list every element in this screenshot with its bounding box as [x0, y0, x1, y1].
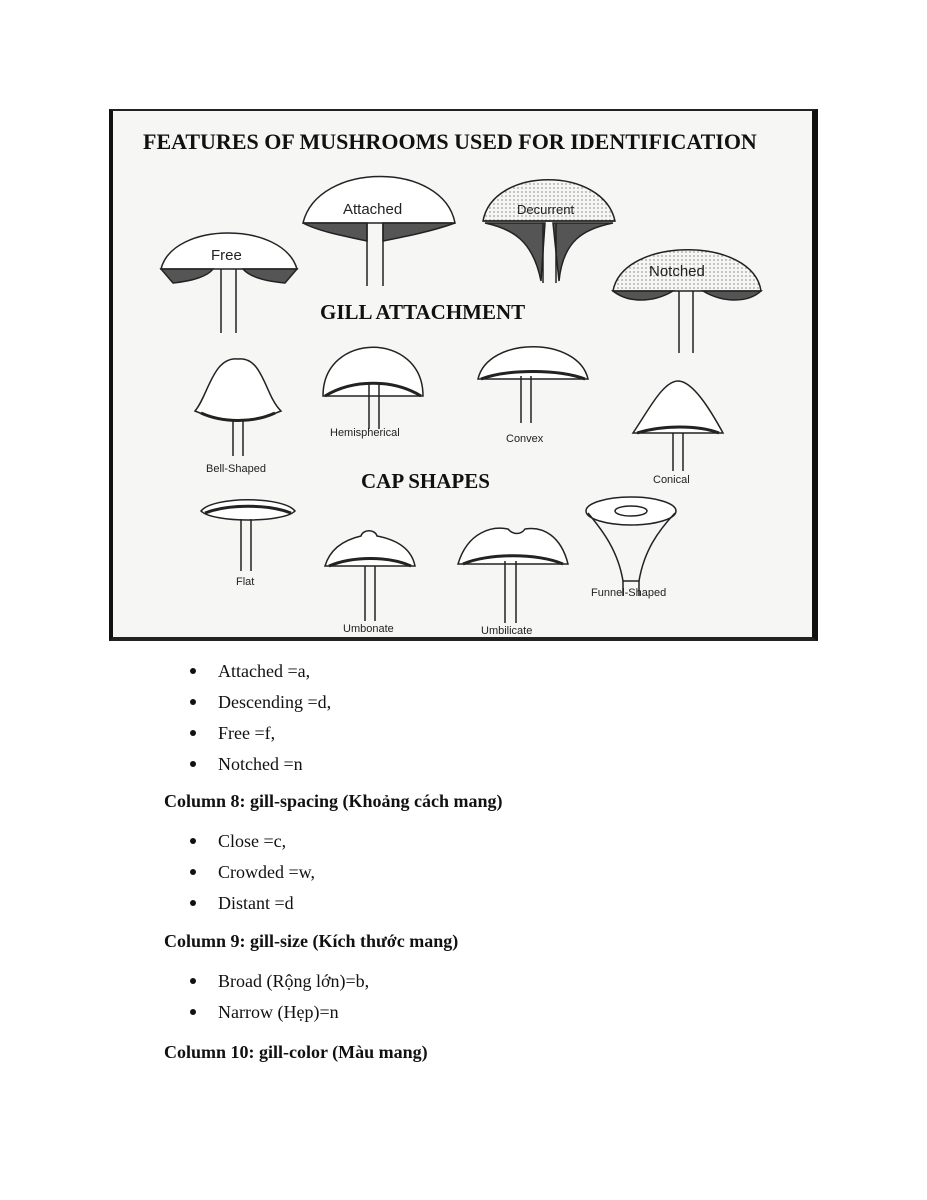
- gill-size-heading: Column 9: gill-size (Kích thước mang): [164, 931, 459, 951]
- flat-cap-mushroom: [199, 499, 297, 571]
- label-notched: Notched: [649, 263, 705, 280]
- label-free: Free: [211, 247, 242, 264]
- mushroom-features-figure: FEATURES OF MUSHROOMS USED FOR IDENTIFIC…: [109, 109, 818, 641]
- gill-size-list: Broad (Rộng lớn)=b, Narrow (Hẹp)=n: [190, 970, 369, 1032]
- umbilicate-cap-mushroom: [456, 527, 569, 623]
- label-decurrent: Decurrent: [517, 202, 575, 217]
- hemispherical-cap-mushroom: [322, 346, 424, 429]
- notched-gill-mushroom: [610, 249, 763, 353]
- gill-color-heading: Column 10: gill-color (Màu mang): [164, 1042, 428, 1062]
- list-item: Crowded =w,: [190, 861, 315, 892]
- label-bell-shaped: Bell-Shaped: [206, 463, 266, 475]
- gill-attachment-title: GILL ATTACHMENT: [320, 300, 526, 324]
- list-item: Attached =a,: [190, 660, 331, 691]
- label-umbonate: Umbonate: [343, 623, 394, 635]
- cap-shapes-title: CAP SHAPES: [361, 469, 490, 493]
- bell-cap-mushroom: [193, 358, 283, 456]
- gill-attachment-list: Attached =a, Descending =d, Free =f, Not…: [190, 660, 331, 784]
- label-conical: Conical: [653, 474, 690, 486]
- list-item: Narrow (Hẹp)=n: [190, 1001, 369, 1032]
- list-item: Distant =d: [190, 892, 315, 923]
- list-item: Close =c,: [190, 830, 315, 861]
- list-item: Free =f,: [190, 722, 331, 753]
- umbonate-cap-mushroom: [323, 530, 416, 621]
- label-hemispherical: Hemispherical: [330, 427, 400, 439]
- free-gill-mushroom: [159, 232, 299, 333]
- label-funnel-shaped: Funnel-Shaped: [591, 587, 667, 599]
- attached-gill-mushroom: [302, 175, 456, 286]
- convex-cap-mushroom: [477, 346, 589, 423]
- gill-spacing-list: Close =c, Crowded =w, Distant =d: [190, 830, 315, 923]
- label-flat: Flat: [236, 576, 255, 588]
- decurrent-gill-mushroom: [482, 179, 616, 283]
- label-attached: Attached: [343, 201, 403, 218]
- figure-title: FEATURES OF MUSHROOMS USED FOR IDENTIFIC…: [143, 129, 757, 154]
- list-item: Broad (Rộng lớn)=b,: [190, 970, 369, 1001]
- label-convex: Convex: [506, 433, 544, 445]
- list-item: Notched =n: [190, 753, 331, 784]
- gill-spacing-heading: Column 8: gill-spacing (Khoảng cách mang…: [164, 791, 503, 811]
- funnel-cap-mushroom: [585, 496, 677, 596]
- conical-cap-mushroom: [631, 380, 725, 471]
- label-umbilicate: Umbilicate: [481, 625, 533, 637]
- mushroom-illustrations: [159, 175, 763, 623]
- list-item: Descending =d,: [190, 691, 331, 722]
